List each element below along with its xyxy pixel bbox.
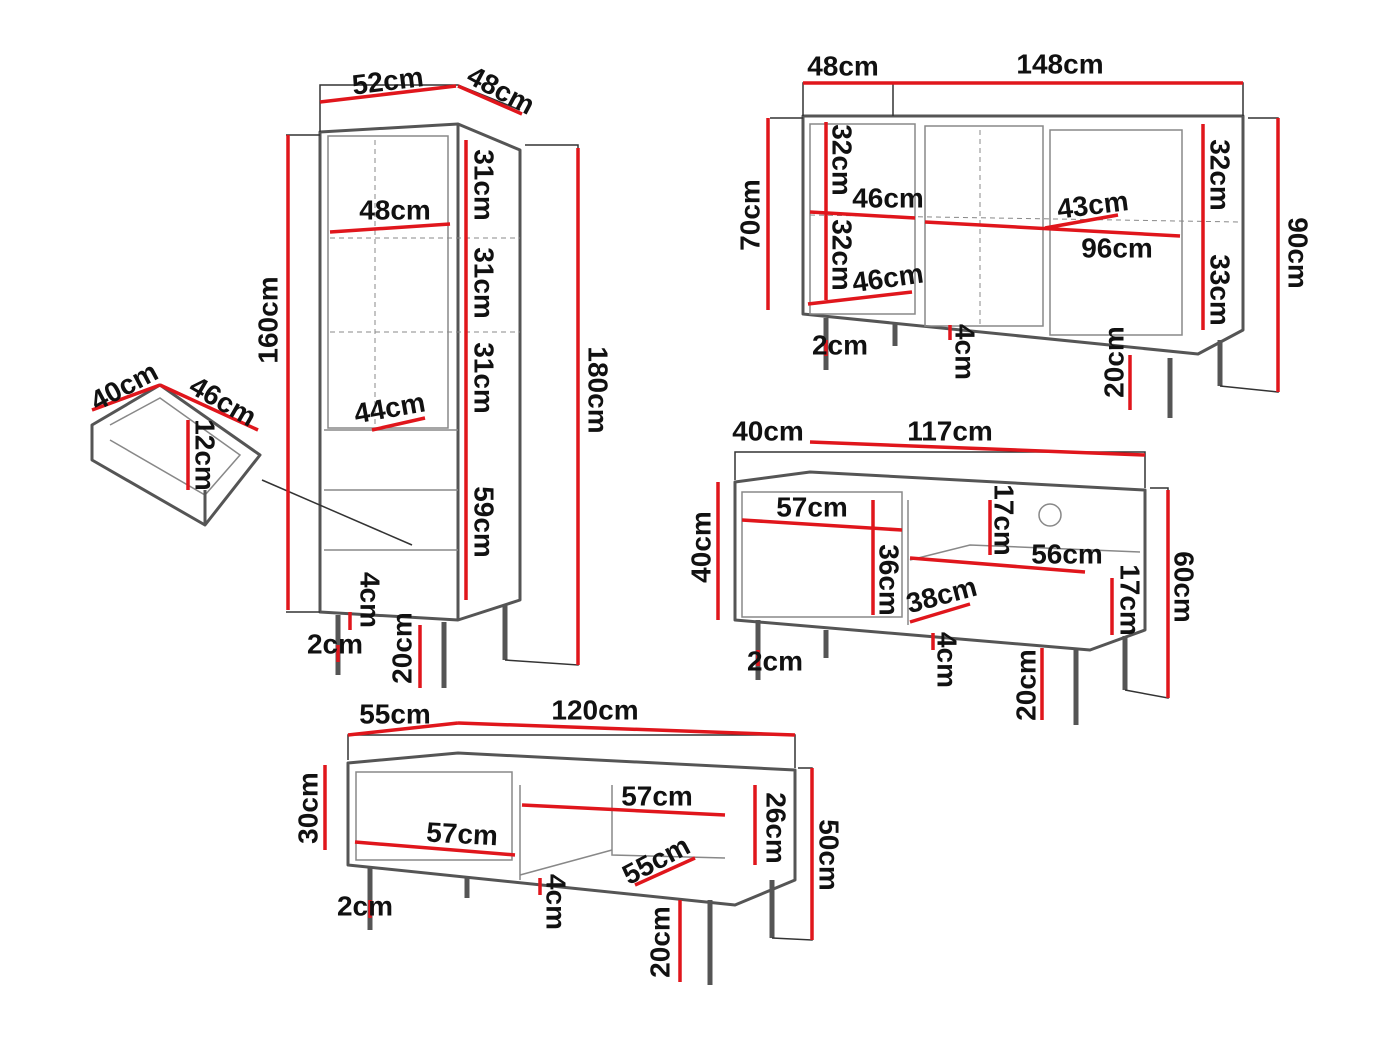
dim-label: 46cm [852,182,924,213]
dim-label: 20cm [1010,649,1041,721]
dim-label: 31cm [469,247,500,319]
dim-label: 60cm [1169,551,1200,623]
dim-label: 17cm [989,484,1020,556]
dim-label: 4cm [950,324,981,380]
tv-stand [716,440,1170,725]
dim-label: 57cm [621,780,693,811]
dim-label: 120cm [551,694,638,725]
dim-label: 180cm [583,346,614,433]
dim-label: 20cm [386,612,417,684]
dim-label: 2cm [307,628,363,659]
dimension-labels: 52cm 48cm 48cm 31cm 31cm 31cm 44cm 59cm … [85,48,1313,977]
dim-label: 2cm [747,645,803,676]
dim-label: 31cm [469,342,500,414]
dim-label: 2cm [812,329,868,360]
tall-cabinet [261,84,580,688]
dim-label: 12cm [190,419,221,491]
dim-label: 40cm [732,415,804,446]
dim-label: 43cm [1055,185,1130,224]
dim-label: 55cm [617,830,695,891]
dim-label: 20cm [1098,326,1129,398]
dim-label: 50cm [814,819,845,891]
dim-label: 4cm [932,632,963,688]
dim-label: 148cm [1016,48,1103,79]
dim-label: 52cm [350,61,425,100]
dim-label: 57cm [426,817,499,852]
dim-label: 4cm [355,572,386,628]
dim-label: 2cm [337,890,393,921]
dim-label: 55cm [359,698,431,729]
dim-label: 26cm [761,792,792,864]
dim-label: 48cm [462,60,540,121]
drawer [90,383,262,527]
dim-label: 48cm [807,50,879,81]
dim-label: 48cm [359,194,431,225]
coffee-table [323,721,814,985]
dim-label: 32cm [827,219,858,291]
dim-label: 59cm [469,486,500,558]
dim-label: 40cm [685,511,716,583]
dim-label: 90cm [1283,217,1314,289]
dim-label: 32cm [1205,139,1236,211]
dim-label: 32cm [827,124,858,196]
dim-label: 33cm [1205,254,1236,326]
dim-label: 20cm [644,906,675,978]
dim-label: 117cm [907,415,993,446]
dim-label: 160cm [252,276,283,363]
dim-label: 4cm [541,874,572,930]
dim-label: 56cm [1031,538,1103,569]
dim-label: 70cm [734,179,765,251]
dim-label: 44cm [352,386,428,429]
dim-label: 46cm [850,258,925,299]
dim-label: 96cm [1081,232,1153,263]
dim-label: 31cm [469,149,500,221]
dim-label: 36cm [874,544,905,616]
dim-label: 57cm [776,491,848,522]
dim-label: 30cm [292,772,323,844]
dim-label: 17cm [1115,564,1146,636]
sideboard [766,81,1280,418]
